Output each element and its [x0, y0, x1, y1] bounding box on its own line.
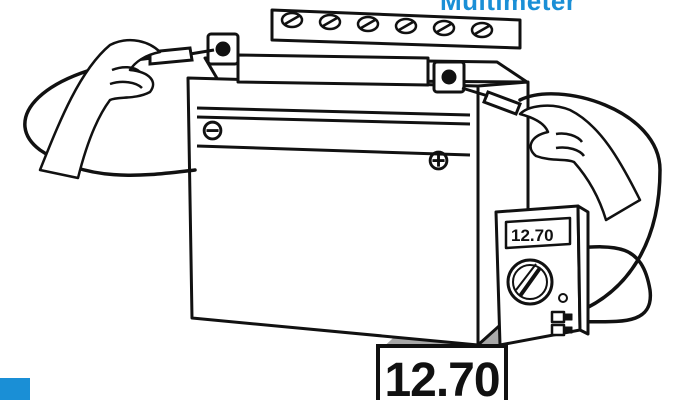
callout-readout: 12.70	[376, 344, 508, 400]
accent-corner-block	[0, 378, 30, 400]
negative-terminal	[206, 32, 240, 66]
right-probe	[461, 86, 522, 116]
positive-terminal	[432, 60, 466, 94]
negative-symbol: ⊖	[200, 113, 225, 148]
right-hand	[518, 104, 642, 222]
callout-reading: 12.70	[384, 354, 499, 400]
positive-symbol: ⊕	[426, 143, 451, 178]
diagram-title: Multimeter	[440, 0, 577, 16]
meter-display-reading: 12.70	[511, 226, 554, 245]
multimeter	[494, 204, 590, 347]
vent-caps	[280, 11, 494, 39]
left-hand	[38, 38, 162, 180]
